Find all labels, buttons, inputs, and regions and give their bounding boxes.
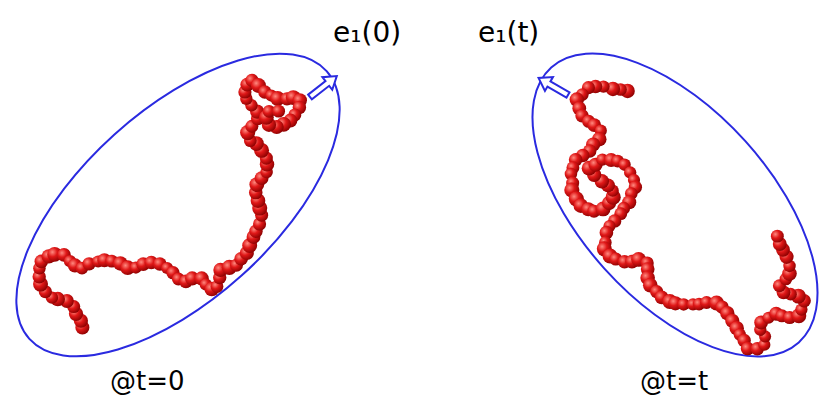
vector-label: e₁(0) xyxy=(333,16,401,50)
time-label: @t=t xyxy=(640,366,708,397)
vector-label: e₁(t) xyxy=(478,16,539,50)
gyration-ellipse xyxy=(481,4,831,406)
monomer-bead xyxy=(272,105,285,118)
polymer-chain xyxy=(564,80,811,356)
time-label: @t=0 xyxy=(110,366,185,397)
monomer-bead xyxy=(771,230,784,243)
gyration-ellipse xyxy=(0,1,390,407)
polymer-chain xyxy=(33,74,307,335)
chain-guide xyxy=(38,80,300,328)
axis-arrow xyxy=(305,70,342,104)
chain-guide xyxy=(572,87,804,348)
axis-arrow xyxy=(535,71,572,102)
